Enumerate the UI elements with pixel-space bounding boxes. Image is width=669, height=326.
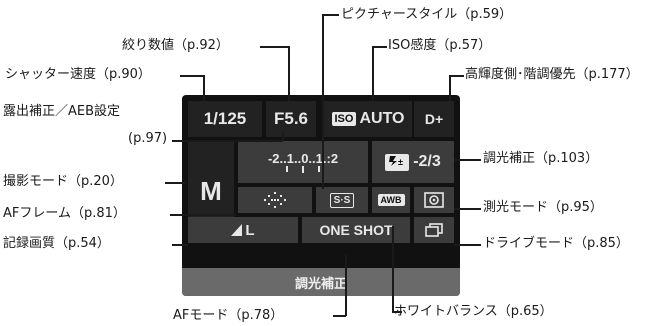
exposure-level-scale: -2..1..0..1.:2	[267, 150, 339, 166]
awb-icon: AWB	[377, 194, 405, 206]
highlight-tone-priority-value: D+	[424, 111, 444, 127]
leader-line	[172, 244, 188, 246]
iso-icon: ISO	[331, 112, 357, 126]
iso-setting[interactable]: ISO AUTO	[324, 101, 412, 137]
leader-line	[392, 311, 402, 313]
highlight-tone-priority[interactable]: D+	[414, 101, 454, 137]
leader-line	[203, 75, 205, 101]
leader-line	[449, 75, 464, 77]
label-af-mode: AFモード（p.78）	[173, 308, 284, 323]
exposure-indicator-icon	[286, 165, 320, 173]
label-drive-mode: ドライブモード（p.85）	[483, 236, 629, 251]
guide-bar-label: 調光補正	[294, 276, 347, 292]
flash-comp-icon: ±	[385, 153, 410, 171]
label-flash-comp: 調光補正（p.103）	[483, 151, 599, 166]
leader-line	[454, 244, 481, 246]
guide-bar: 調光補正	[182, 268, 460, 296]
shutter-speed-setting[interactable]: 1/125	[188, 101, 262, 137]
white-balance-setting[interactable]: AWB	[372, 187, 410, 213]
image-quality-setting[interactable]: L	[188, 217, 298, 243]
leader-line	[180, 75, 204, 77]
leader-line	[260, 46, 289, 48]
flash-comp-value: -2/3	[413, 153, 441, 170]
flash-comp-setting[interactable]: ± -2/3	[372, 141, 454, 183]
af-point-selection[interactable]	[238, 187, 312, 213]
evaluative-metering-icon	[424, 192, 444, 208]
leader-line	[165, 182, 185, 184]
aperture-setting[interactable]: F5.6	[266, 101, 316, 137]
af-mode-value: ONE SHOT	[319, 222, 393, 238]
label-iso: ISO感度（p.57）	[388, 38, 492, 53]
leader-line	[282, 132, 284, 141]
label-highlight-priority: 高輝度側･階調優先（p.177）	[465, 67, 639, 82]
leader-line	[322, 14, 339, 16]
label-af-frame: AFフレーム（p.81）	[3, 206, 126, 221]
leader-line	[372, 46, 387, 48]
label-shooting-mode: 撮影モード（p.20）	[3, 174, 123, 189]
leader-line	[333, 315, 346, 317]
continuous-drive-icon	[425, 223, 443, 237]
shutter-speed-value: 1/125	[203, 109, 247, 128]
shooting-mode-value: M	[200, 175, 222, 206]
metering-mode-setting[interactable]	[414, 187, 454, 213]
leader-line	[454, 159, 481, 161]
quick-control-screen: 1/125 F5.6 ISO AUTO D+ M -2..1..0..1.:2 …	[182, 95, 460, 296]
label-picture-style: ピクチャースタイル（p.59）	[341, 7, 513, 22]
label-image-quality: 記録画質（p.54）	[3, 236, 110, 251]
leader-line	[392, 226, 394, 312]
leader-line	[172, 140, 283, 142]
leader-line	[345, 255, 347, 316]
image-quality-value: L	[245, 221, 255, 239]
leader-line	[372, 46, 374, 101]
iso-value: AUTO	[359, 110, 405, 127]
af-mode-setting[interactable]: ONE SHOT	[302, 217, 410, 243]
aperture-value: F5.6	[273, 109, 309, 128]
leader-line	[322, 14, 324, 189]
svg-text:±: ±	[398, 157, 403, 167]
label-shutter-speed: シャッター速度（p.90）	[5, 67, 151, 82]
label-exposure-comp: 露出補正／AEB設定	[3, 104, 121, 119]
picture-style-setting[interactable]: S·S	[316, 187, 368, 213]
label-white-balance: ホワイトバランス（p.65）	[394, 304, 553, 319]
label-aperture: 絞り数値（p.92）	[122, 38, 229, 53]
label-metering-mode: 測光モード（p.95）	[483, 200, 603, 215]
quality-fine-icon	[231, 224, 243, 236]
af-points-icon	[264, 192, 286, 208]
exposure-comp-setting[interactable]: -2..1..0..1.:2	[238, 141, 368, 183]
leader-line	[170, 214, 236, 216]
leader-line	[288, 46, 290, 101]
leader-line	[449, 75, 451, 101]
drive-mode-setting[interactable]	[414, 217, 454, 243]
leader-line	[454, 208, 481, 210]
label-exposure-comp-page: (p.97)	[128, 131, 168, 146]
picture-style-icon: S·S	[329, 192, 355, 208]
